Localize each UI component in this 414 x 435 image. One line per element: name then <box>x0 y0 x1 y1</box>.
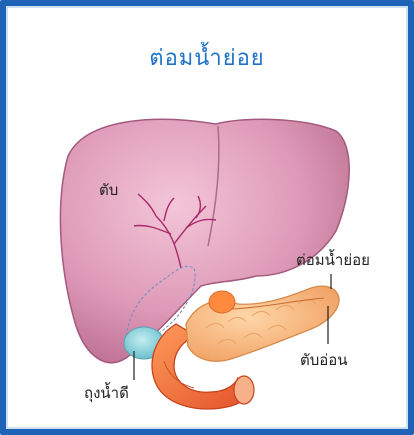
pancreas-shape <box>186 286 339 361</box>
label-liver: ตับ <box>99 181 118 199</box>
label-pancreas-tail: ตับอ่อน <box>300 351 348 369</box>
pancreas-head-lobe <box>209 291 235 313</box>
duodenum-opening <box>234 376 254 404</box>
anatomy-illustration: ตับ ต่อมน้ำย่อย ตับอ่อน ถุงน้ำดี <box>6 6 408 429</box>
label-pancreas: ต่อมน้ำย่อย <box>296 249 370 269</box>
pancreas <box>186 286 339 361</box>
label-gallbladder: ถุงน้ำดี <box>84 382 129 403</box>
